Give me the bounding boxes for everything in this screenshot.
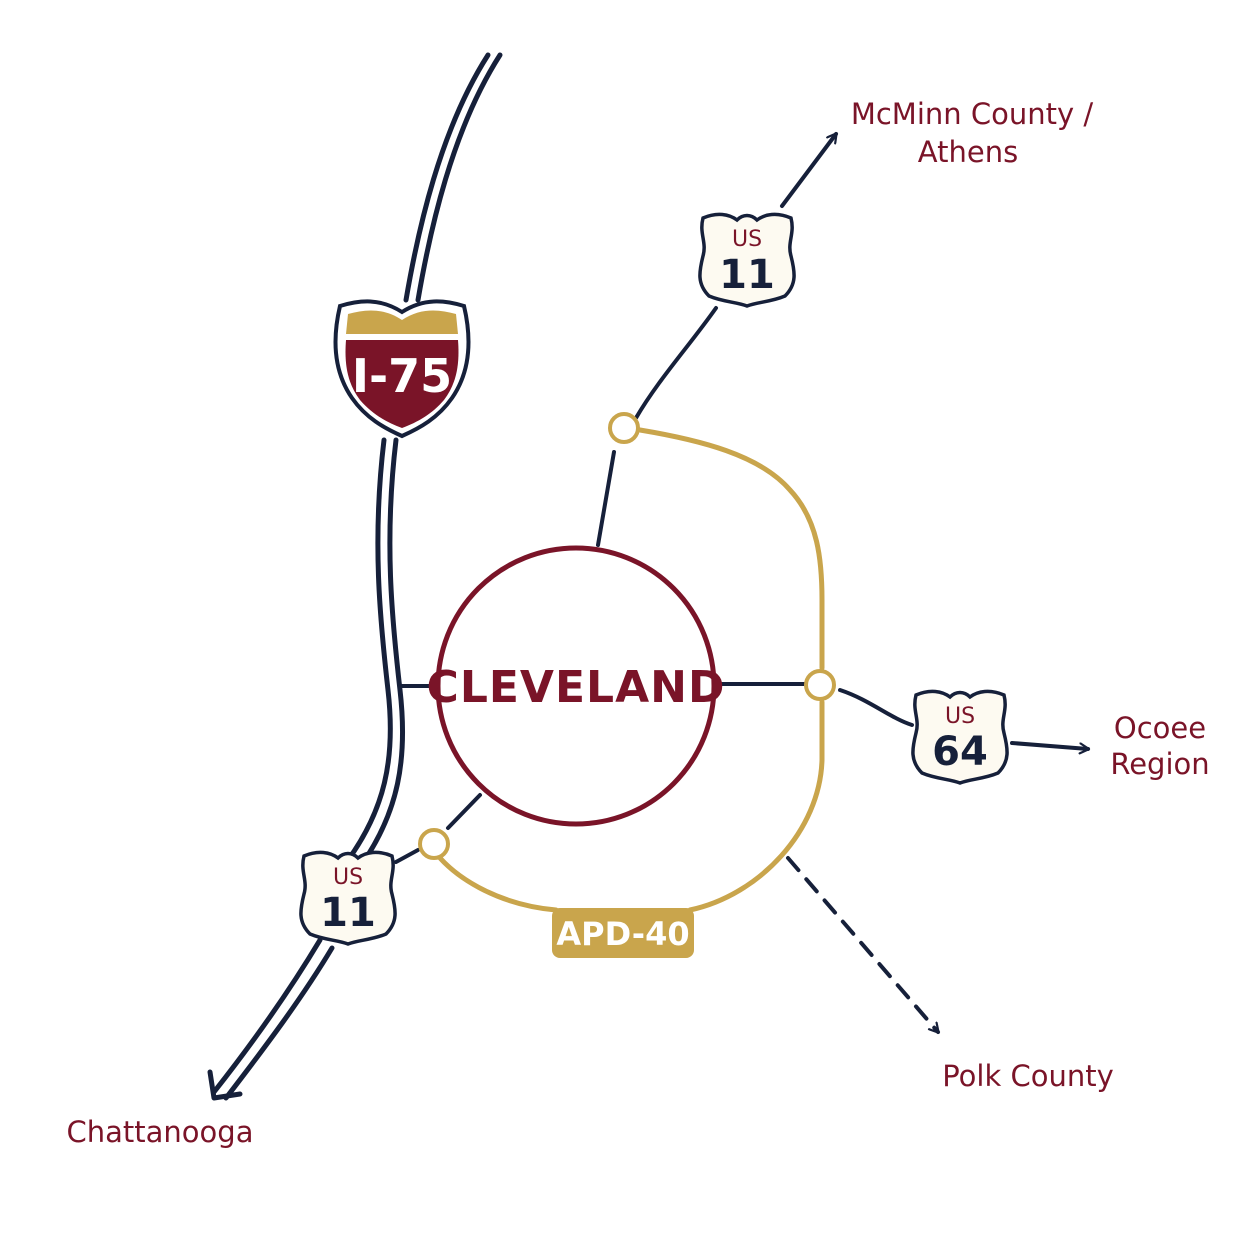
i75-highway: [211, 52, 503, 1101]
destination-north-line2: Athens: [918, 135, 1018, 169]
destination-southeast-line1: Polk County: [942, 1059, 1114, 1093]
junction-southwest: [418, 828, 450, 860]
destination-southwest: Chattanooga: [67, 1115, 254, 1149]
destination-north-line1: McMinn County /: [851, 97, 1094, 131]
apd40-bypass-road: [437, 427, 825, 913]
us64-road: [716, 682, 914, 727]
us64-shield-icon: US 64: [911, 689, 1009, 785]
i75-shield-icon: I-75: [333, 299, 471, 439]
us64-east-arrow: [1010, 741, 1088, 749]
i75-south-arrow-icon: [207, 1069, 243, 1101]
junction-east: [804, 669, 836, 701]
city-node: CLEVELAND: [427, 545, 726, 827]
junction-north: [608, 412, 640, 444]
apd40-badge: APD-40: [552, 908, 694, 958]
us11-north-arrow: [780, 132, 838, 208]
i75-label: I-75: [352, 349, 452, 403]
destination-east: Ocoee Region: [1110, 711, 1209, 781]
us64-number: 64: [932, 729, 988, 775]
destination-southeast: Polk County: [942, 1059, 1114, 1093]
polk-county-route: [786, 856, 940, 1034]
us11-north-road: [596, 306, 718, 547]
destination-north: McMinn County / Athens: [851, 97, 1094, 169]
us64-top: US: [945, 704, 975, 729]
destination-east-line2: Region: [1110, 747, 1209, 781]
apd40-label: APD-40: [556, 915, 689, 953]
us11-south-number: 11: [320, 890, 376, 936]
destination-east-line1: Ocoee: [1114, 711, 1206, 745]
city-name: CLEVELAND: [427, 662, 726, 713]
us11-north-number: 11: [719, 252, 775, 298]
us11-south-shield-icon: US 11: [299, 850, 397, 946]
us11-north-top: US: [732, 227, 762, 252]
us11-north-shield-icon: US 11: [698, 212, 796, 308]
us11-south-top: US: [333, 865, 363, 890]
us11-south-road: [394, 793, 482, 864]
destination-southwest-line1: Chattanooga: [67, 1115, 254, 1149]
